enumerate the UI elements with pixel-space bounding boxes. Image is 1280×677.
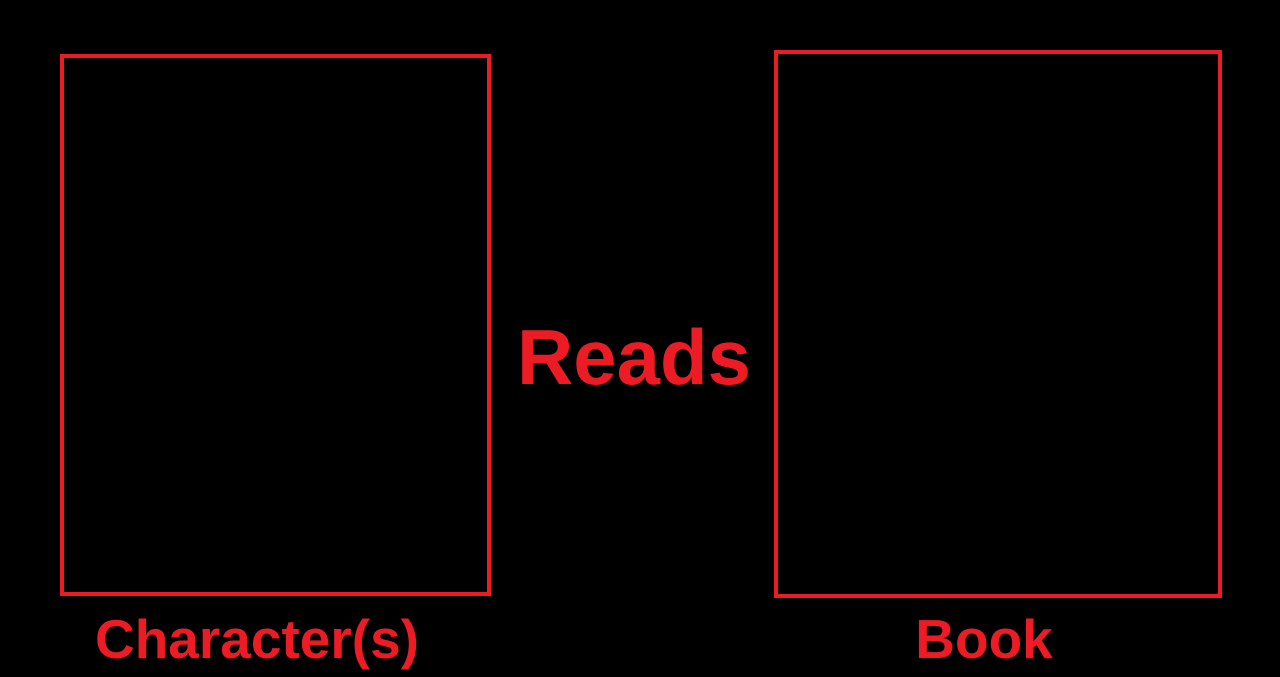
character-image-frame xyxy=(60,54,491,596)
book-label: Book xyxy=(915,608,1053,670)
book-image-frame xyxy=(774,50,1222,598)
reads-label: Reads xyxy=(516,313,752,401)
character-label: Character(s) xyxy=(94,608,419,670)
